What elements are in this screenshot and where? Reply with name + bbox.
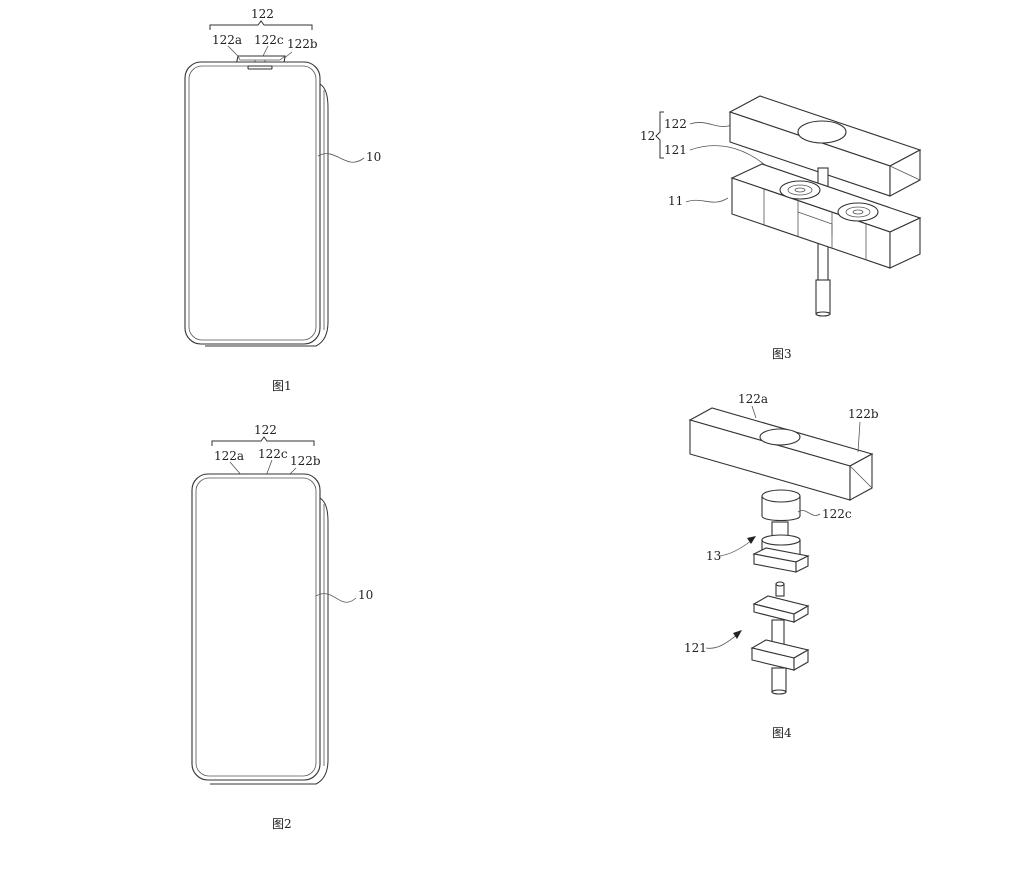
cover-block-122 bbox=[728, 95, 922, 197]
label-10: 10 bbox=[366, 150, 381, 164]
label-122: 122 bbox=[251, 7, 274, 21]
label-12: 12 bbox=[640, 129, 655, 143]
label-122: 122 bbox=[664, 117, 687, 131]
label-122c: 122c bbox=[258, 447, 288, 461]
figure-4-caption: 图4 bbox=[772, 726, 792, 740]
label-11: 11 bbox=[668, 194, 683, 208]
brace-122 bbox=[211, 436, 315, 446]
figure-2-caption: 图2 bbox=[272, 817, 292, 831]
label-122b: 122b bbox=[290, 454, 321, 468]
label-13: 13 bbox=[706, 549, 721, 563]
label-122b: 122b bbox=[848, 407, 879, 421]
figure-4: 122a 122b 122c 13 bbox=[684, 392, 879, 740]
base-block-11 bbox=[730, 163, 922, 269]
label-122a: 122a bbox=[214, 449, 244, 463]
label-122b: 122b bbox=[287, 37, 318, 51]
connector-13 bbox=[752, 521, 810, 573]
figure-3-caption: 图3 bbox=[772, 347, 792, 361]
phone-body bbox=[191, 473, 329, 785]
label-121: 121 bbox=[684, 641, 707, 655]
figure-1-caption: 图1 bbox=[272, 379, 292, 393]
figure-2: 122 122a 122c 122b 10 图2 bbox=[191, 423, 373, 831]
brace-122 bbox=[209, 20, 313, 30]
camera-cylinder-122c bbox=[761, 489, 801, 522]
phone-body bbox=[184, 61, 329, 347]
label-10: 10 bbox=[358, 588, 373, 602]
label-122c: 122c bbox=[254, 33, 284, 47]
figure-1: 122 122a 122c 122b 10 图1 bbox=[184, 7, 381, 393]
label-121: 121 bbox=[664, 143, 687, 157]
label-122a: 122a bbox=[212, 33, 242, 47]
brace-12 bbox=[655, 111, 664, 159]
label-122: 122 bbox=[254, 423, 277, 437]
figure-3: 12 122 121 11 bbox=[640, 95, 922, 361]
leader-10 bbox=[317, 153, 365, 163]
label-122a: 122a bbox=[738, 392, 768, 406]
cover-block bbox=[688, 407, 874, 501]
shaft-assembly-121 bbox=[750, 581, 810, 695]
leader-10 bbox=[315, 593, 357, 603]
label-122c: 122c bbox=[822, 507, 852, 521]
